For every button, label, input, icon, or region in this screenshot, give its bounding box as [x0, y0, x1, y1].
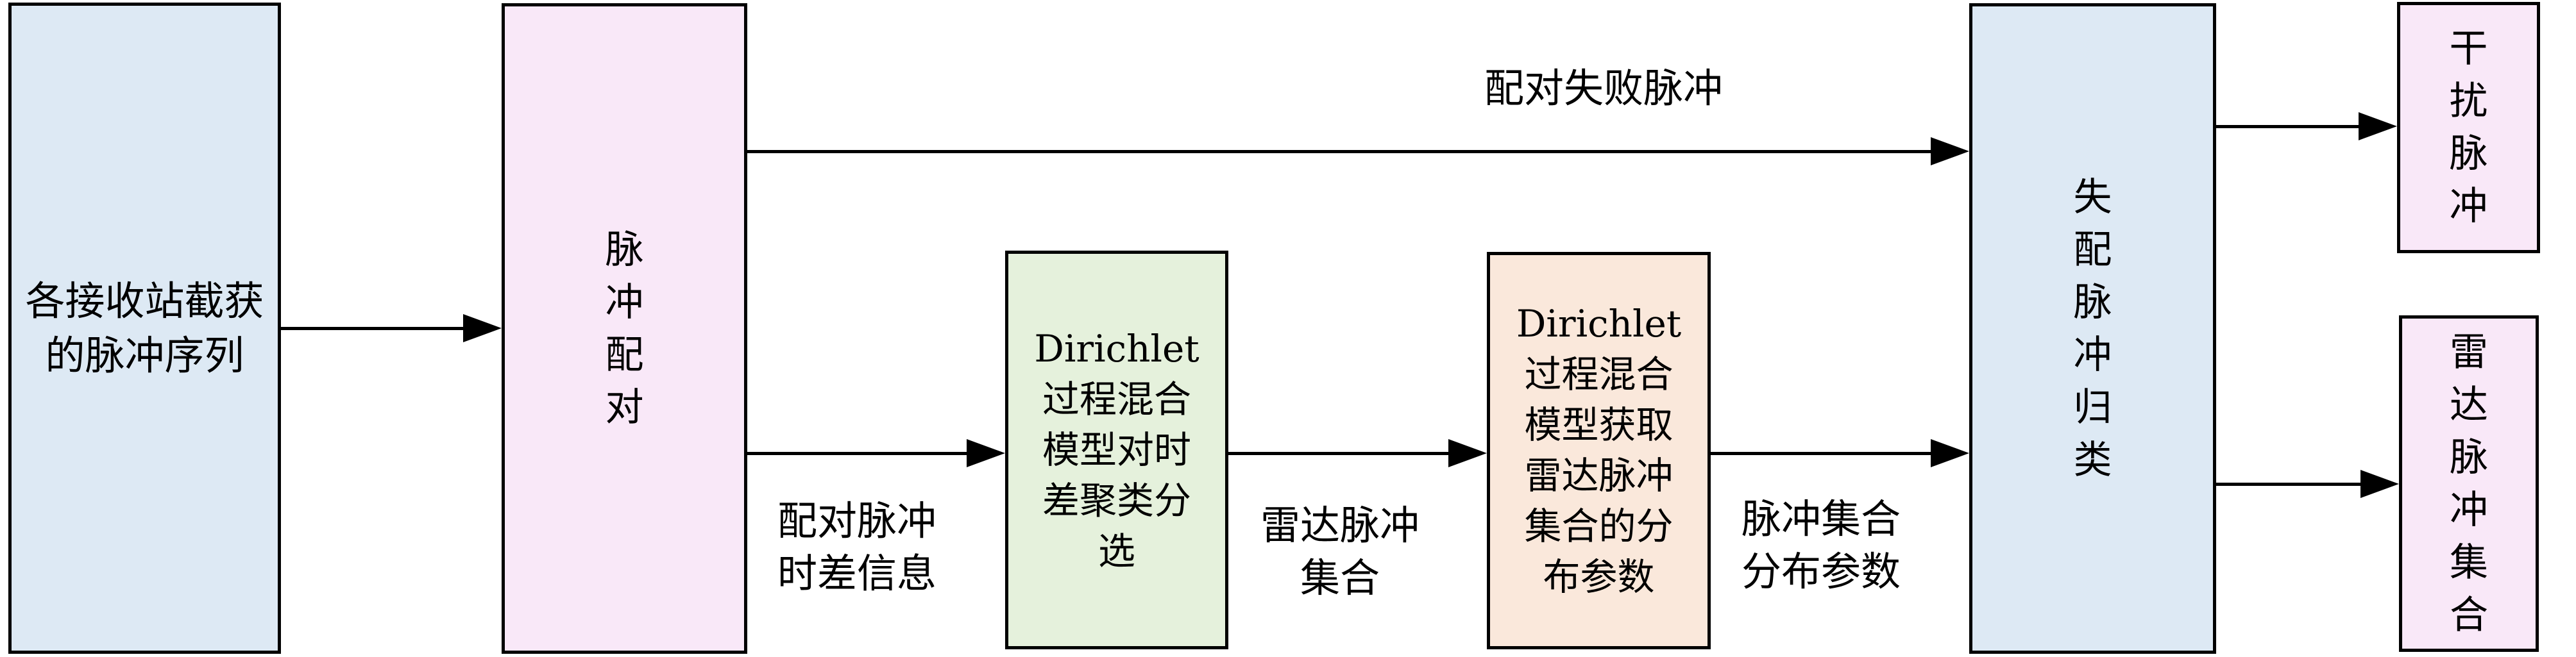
node-input-sequence-label: 各接收站截获 的脉冲序列 — [25, 278, 264, 379]
node-dpmm-tdoa-clustering: Dirichlet 过程混合 模型对时 差聚类分 选 — [1005, 251, 1228, 649]
arrow-shaft — [1711, 452, 1936, 455]
node-mismatch-classification: 失配脉冲归类 — [1969, 3, 2216, 654]
node-radar-pulse-set-label: 雷达脉冲集合 — [2450, 329, 2488, 638]
arrow-shaft — [747, 150, 1936, 153]
node-pulse-pairing-label: 脉冲配对 — [605, 227, 644, 430]
node-dpmm-distribution-params-label: Dirichlet 过程混合 模型获取 雷达脉冲 集合的分 布参数 — [1516, 302, 1682, 599]
arrow-head-icon — [1931, 439, 1969, 467]
edge-label-paired-pulse-tdoa-info: 配对脉冲 时差信息 — [777, 497, 936, 597]
node-mismatch-classification-label: 失配脉冲归类 — [2073, 174, 2112, 483]
arrow-head-icon — [2359, 112, 2397, 140]
node-dpmm-distribution-params: Dirichlet 过程混合 模型获取 雷达脉冲 集合的分 布参数 — [1487, 252, 1711, 649]
arrow-head-icon — [1448, 439, 1487, 467]
edge-label-radar-pulse-set: 雷达脉冲 集合 — [1260, 502, 1419, 601]
node-pulse-pairing: 脉冲配对 — [502, 3, 747, 654]
node-radar-pulse-set: 雷达脉冲集合 — [2399, 315, 2539, 652]
node-input-sequence: 各接收站截获 的脉冲序列 — [8, 3, 281, 654]
arrow-head-icon — [967, 439, 1005, 467]
arrow-shaft — [747, 452, 972, 455]
arrow-head-icon — [1931, 137, 1969, 165]
arrow-head-icon — [463, 314, 502, 342]
edge-label-pairing-failed-pulses: 配对失败脉冲 — [1484, 65, 1723, 112]
node-dpmm-tdoa-clustering-label: Dirichlet 过程混合 模型对时 差聚类分 选 — [1034, 326, 1199, 573]
arrow-head-icon — [2360, 470, 2399, 498]
arrow-shaft — [1228, 452, 1453, 455]
edge-label-pulse-set-distribution-params: 脉冲集合 分布参数 — [1741, 495, 1901, 595]
arrow-shaft — [2216, 483, 2366, 486]
arrow-shaft — [281, 327, 468, 330]
node-interference-pulse-label: 干扰脉冲 — [2449, 26, 2488, 229]
node-interference-pulse: 干扰脉冲 — [2397, 2, 2540, 253]
arrow-shaft — [2216, 125, 2364, 128]
